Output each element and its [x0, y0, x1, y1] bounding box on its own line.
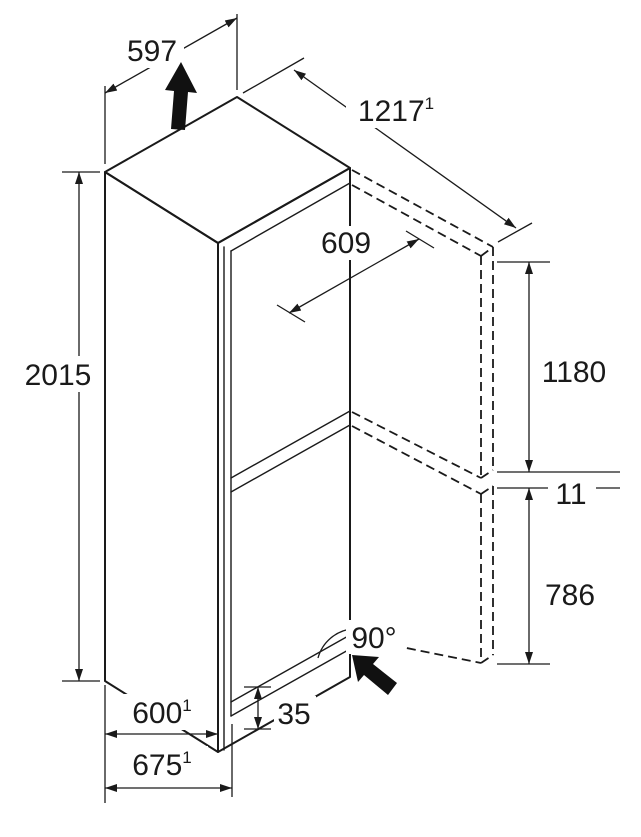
open-door-gap-edge — [480, 469, 494, 479]
svg-text:2015: 2015 — [25, 359, 92, 392]
dim-line-depth-open — [293, 69, 517, 229]
upper-door-bottom-edge — [230, 410, 351, 479]
extension-line — [405, 230, 435, 249]
door-angle-label: 90° — [346, 620, 404, 655]
dim-depth-open-label: 12171 — [346, 92, 454, 128]
dim-door-gap-label: 11 — [548, 474, 596, 511]
label-bg — [346, 620, 404, 654]
svg-text:609: 609 — [321, 227, 371, 260]
extension-line — [497, 222, 533, 243]
svg-text:1180: 1180 — [542, 356, 607, 389]
cabinet-outline — [104, 96, 351, 753]
svg-text:6751: 6751 — [132, 748, 192, 782]
door-open-direction-arrow-icon — [165, 62, 197, 130]
label-bg — [274, 696, 316, 730]
lower-door-top-edge — [230, 424, 351, 493]
label-bg — [536, 576, 606, 612]
dim-line-door-width — [288, 238, 420, 314]
dimension-lines — [62, 14, 620, 803]
label-bg — [534, 353, 616, 389]
dim-clearance-label: 35 — [274, 696, 316, 731]
lower-door-direction-arrow-icon — [352, 655, 397, 695]
svg-text:11: 11 — [555, 478, 586, 511]
dim-door-width-label: 609 — [314, 226, 378, 260]
open-door-gap-edge — [480, 485, 494, 495]
svg-text:12171: 12171 — [358, 94, 434, 128]
svg-text:6001: 6001 — [132, 696, 192, 730]
dim-upper-door-label: 1180 — [534, 353, 616, 389]
dim-depth-door-label: 6751 — [124, 746, 208, 782]
label-bg — [548, 474, 596, 510]
door-swing-trace — [351, 169, 494, 248]
door-bottom-edge — [230, 634, 351, 703]
open-door-top-edge — [480, 246, 494, 257]
dim-lower-door-label: 786 — [536, 576, 606, 612]
cabinet-side-face — [104, 171, 219, 753]
dim-height-label: 2015 — [18, 356, 100, 392]
svg-text:35: 35 — [277, 698, 310, 731]
label-bg — [124, 746, 208, 782]
direction-arrows — [165, 62, 397, 695]
door-swing-trace — [351, 411, 482, 479]
door-swing-trace — [351, 425, 482, 495]
extension-line — [242, 57, 305, 94]
label-bg — [18, 356, 100, 392]
svg-text:90°: 90° — [351, 622, 396, 655]
svg-text:786: 786 — [545, 579, 595, 612]
dimension-labels: 597 12171 609 2015 1180 11 786 90° — [18, 34, 616, 782]
extension-line — [276, 304, 306, 323]
svg-text:597: 597 — [127, 35, 177, 68]
open-door-bottom-edge — [480, 654, 494, 664]
cabinet-top-face — [104, 96, 351, 244]
label-bg — [346, 92, 454, 128]
door-bottom-thickness-edge — [230, 648, 351, 717]
label-bg — [124, 694, 208, 730]
label-bg — [122, 34, 184, 68]
dim-width-label: 597 — [122, 34, 184, 68]
dim-depth-label: 6001 — [124, 694, 208, 730]
label-bg — [314, 226, 378, 260]
